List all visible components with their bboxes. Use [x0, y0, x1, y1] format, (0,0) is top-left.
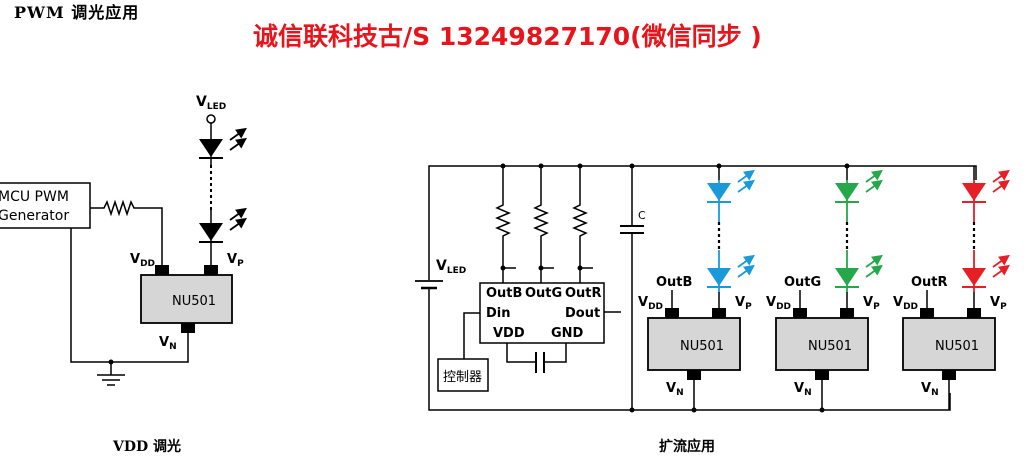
resistor	[90, 199, 163, 266]
pin-vdd	[793, 308, 807, 318]
controller-label: 控制器	[443, 370, 482, 385]
left-circuit: MCU PWM Generator VLED	[0, 94, 247, 386]
left-caption: VDD 调光	[113, 439, 182, 455]
pin-vdd-label: VDD	[766, 295, 791, 312]
led-icon	[707, 254, 755, 288]
pin-vdd-label: VDD	[130, 252, 155, 269]
out-label: OutG	[784, 275, 821, 290]
driver-ic: OutB OutG OutR Din Dout VDD GND	[463, 282, 621, 373]
nu501-chip: NU501	[775, 308, 869, 380]
pullup-resistors	[495, 163, 593, 283]
pin-vp	[967, 308, 981, 318]
pin-vn	[687, 370, 701, 380]
ic-pin-outb: OutB	[486, 286, 522, 301]
mcu-label-line1: MCU PWM	[0, 189, 69, 205]
pin-vp	[840, 308, 854, 318]
led-channels: NU501 OutB VDD VP VN NU501 OutG VDD VP VN NU501 Out…	[638, 163, 1010, 413]
led-icon	[199, 207, 247, 243]
channel-red: NU501 OutR VDD VP VN	[893, 166, 1010, 410]
ic-pin-vdd: VDD	[493, 326, 525, 341]
mcu-pwm-generator: MCU PWM Generator	[0, 182, 91, 229]
capacitor-c: C	[620, 163, 646, 413]
pin-vdd	[920, 308, 934, 318]
chip-label: NU501	[808, 339, 852, 354]
led-icon	[835, 254, 883, 288]
page-title: PWM 调光应用	[14, 3, 140, 22]
chip-label: NU501	[172, 294, 216, 309]
bottom-rail	[428, 296, 951, 411]
ic-pin-gnd: GND	[551, 326, 584, 341]
pin-vn-label: VN	[159, 335, 177, 352]
ground-icon	[97, 362, 125, 386]
right-caption: 扩流应用	[659, 439, 715, 455]
pin-vp-label: VP	[863, 295, 880, 312]
vled-label-left: VLED	[196, 94, 226, 112]
contact-banner: 诚信联科技古/S 13249827170(微信同步 )	[253, 22, 762, 51]
nu501-chip: NU501	[647, 308, 741, 380]
pin-vn	[815, 370, 829, 380]
ic-pin-outr: OutR	[565, 286, 602, 301]
vled-label-right: VLED	[436, 258, 466, 276]
pin-vdd	[665, 308, 679, 318]
chip-label: NU501	[680, 339, 724, 354]
led-icon	[199, 127, 247, 159]
controller-box: 控制器	[437, 358, 489, 392]
led-icon	[835, 169, 883, 203]
nu501-chip-left: NU501	[140, 265, 233, 333]
chip-label: NU501	[935, 339, 979, 354]
pin-vn	[942, 370, 956, 380]
out-label: OutB	[656, 275, 692, 290]
mcu-label-line2: Generator	[0, 208, 69, 224]
battery-icon	[415, 280, 443, 296]
led-icon	[962, 169, 1010, 203]
pin-vp	[712, 308, 726, 318]
ic-pin-dout: Dout	[565, 306, 600, 321]
pin-vp-label: VP	[990, 295, 1007, 312]
pin-vn-label: VN	[921, 381, 939, 398]
ic-pin-din: Din	[486, 306, 511, 321]
ground-wire	[70, 228, 189, 363]
pin-vdd-label: VDD	[893, 295, 918, 312]
right-circuit: VLED C OutB OutG OutR	[415, 163, 1010, 413]
top-rail	[428, 165, 977, 280]
pin-vdd-label: VDD	[638, 295, 663, 312]
junction-dot	[819, 407, 825, 413]
junction-dot	[691, 407, 697, 413]
channel-blue: NU501 OutB VDD VP VN	[638, 163, 755, 413]
vled-terminal	[206, 114, 216, 124]
pin-vn-label: VN	[666, 381, 684, 398]
pin-vn-label: VN	[794, 381, 812, 398]
led-icon	[707, 169, 755, 203]
ic-pin-outg: OutG	[525, 286, 562, 301]
pin-vp-label: VP	[227, 252, 244, 269]
channel-green: NU501 OutG VDD VP VN	[766, 163, 883, 413]
nu501-chip: NU501	[902, 308, 996, 380]
out-label: OutR	[911, 275, 948, 290]
capacitor-label: C	[638, 209, 646, 222]
led-icon	[962, 254, 1010, 288]
pin-vp-label: VP	[735, 295, 752, 312]
